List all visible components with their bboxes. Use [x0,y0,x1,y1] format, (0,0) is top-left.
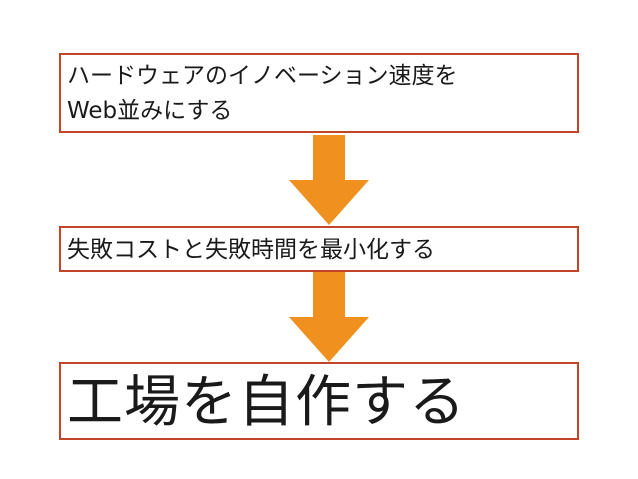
step-1-line-1: ハードウェアのイノベーション速度を [67,63,458,89]
step-box-3: 工場を自作する [59,362,579,440]
step-box-2: 失敗コストと失敗時間を最小化する [59,226,579,272]
step-2-line-1: 失敗コストと失敗時間を最小化する [67,237,435,263]
arrow-down-icon [289,135,369,225]
arrow-down-icon [289,272,369,362]
step-3-line-1: 工場を自作する [67,370,466,435]
step-1-line-2: Web並みにする [67,98,233,124]
step-box-1: ハードウェアのイノベーション速度を Web並みにする [59,53,579,133]
